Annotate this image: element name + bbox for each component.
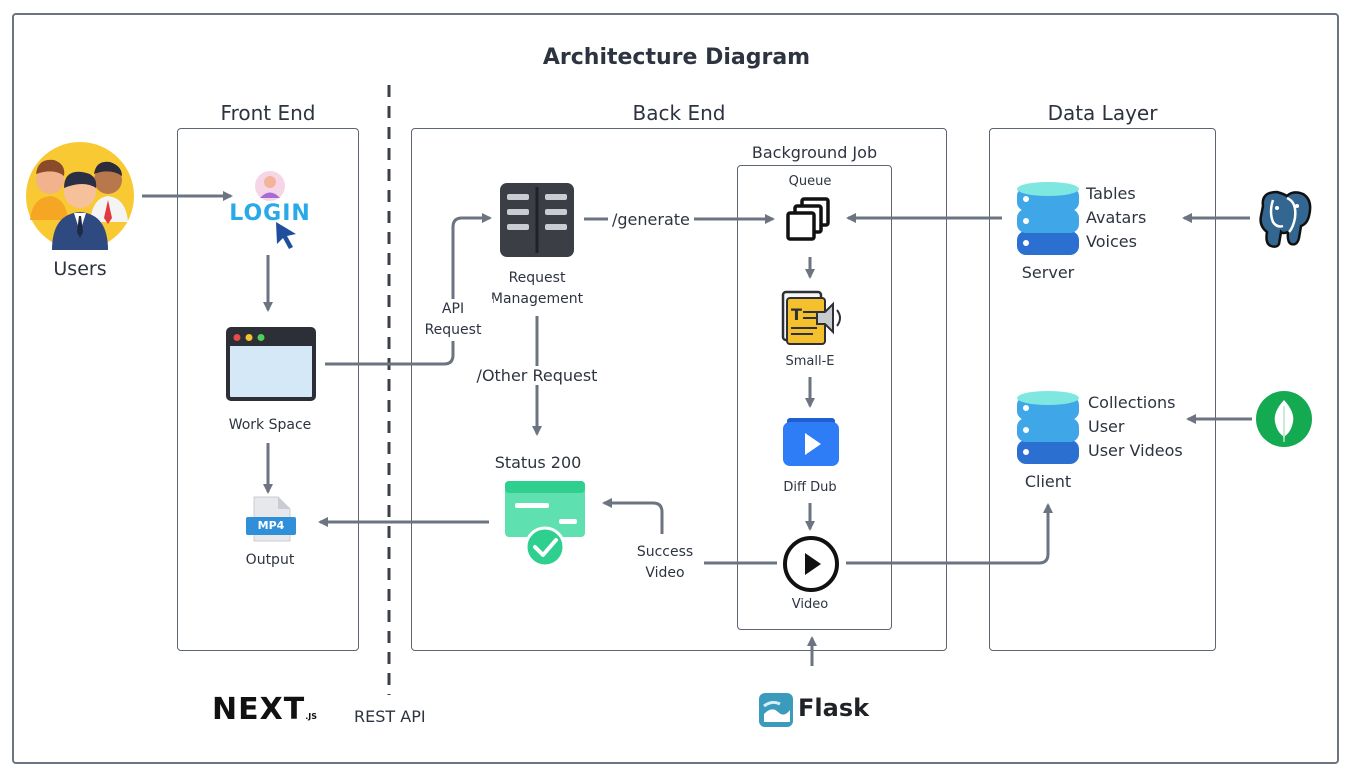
video-to-client-arrow <box>846 503 1053 565</box>
back-end-panel <box>411 128 947 651</box>
small-e-label: Small-E <box>785 354 835 369</box>
diagram-title: Architecture Diagram <box>542 45 811 70</box>
flask-logo: Flask <box>758 690 878 730</box>
request-management-line1: Request <box>508 270 566 286</box>
status-card-icon[interactable] <box>503 479 587 569</box>
data-layer-panel <box>989 128 1216 651</box>
client-label: Client <box>1024 472 1072 491</box>
login-icon[interactable]: LOGIN <box>228 170 312 252</box>
users-label: Users <box>53 258 107 280</box>
rest-api-label: REST API <box>354 707 426 726</box>
text-to-speech-icon[interactable]: T <box>779 290 845 346</box>
request-management-label: Request Management <box>476 268 598 310</box>
flask-wordmark: Flask <box>798 694 870 722</box>
front-end-panel <box>177 128 359 651</box>
client-item: User Videos <box>1088 441 1183 460</box>
mongodb-icon <box>1256 391 1312 447</box>
login-avatar-icon <box>255 171 285 201</box>
server-item: Avatars <box>1086 208 1147 227</box>
queue-label: Queue <box>788 174 832 189</box>
success-video-line1: Success <box>636 544 694 560</box>
generate-label: /generate <box>608 210 694 229</box>
postgresql-icon <box>1259 190 1312 248</box>
other-request-label: /Other Request <box>470 366 604 385</box>
cursor-icon <box>276 222 296 249</box>
login-text: LOGIN <box>229 201 311 226</box>
video-label: Video <box>791 597 829 612</box>
users-icon <box>26 142 134 250</box>
nextjs-wordmark: NEXT <box>212 692 306 727</box>
video-app-icon[interactable] <box>781 418 841 468</box>
nextjs-logo: NEXT.JS <box>212 692 317 727</box>
api-request-label: API Request <box>413 299 493 341</box>
server-rack-icon[interactable] <box>500 183 574 257</box>
success-video-label: Success Video <box>626 542 704 584</box>
request-management-line2: Management <box>490 291 584 307</box>
work-space-label: Work Space <box>228 417 312 433</box>
mp4-file-icon[interactable]: MP4 <box>246 495 296 543</box>
server-item: Voices <box>1086 232 1137 251</box>
play-icon[interactable] <box>782 535 840 593</box>
server-items: Tables Avatars Voices <box>1086 182 1146 254</box>
database-icon[interactable] <box>1015 181 1081 257</box>
api-request-line2: Request <box>424 322 482 338</box>
server-item: Tables <box>1086 184 1136 203</box>
success-video-arrow <box>602 498 664 534</box>
client-items: Collections User User Videos <box>1088 391 1183 463</box>
browser-window-icon[interactable] <box>226 327 316 401</box>
output-label: Output <box>245 552 295 568</box>
queue-stack-icon[interactable] <box>786 197 832 243</box>
api-request-line1: API <box>441 301 465 317</box>
client-item: User <box>1088 417 1125 436</box>
success-video-line2: Video <box>645 565 685 581</box>
background-job-header: Background Job <box>751 143 878 162</box>
client-item: Collections <box>1088 393 1176 412</box>
diagram-frame <box>12 13 1339 764</box>
status-label: Status 200 <box>494 453 582 472</box>
data-layer-header: Data Layer <box>1047 101 1158 125</box>
back-end-header: Back End <box>632 101 726 125</box>
nextjs-suffix: .JS <box>305 712 317 721</box>
database-icon[interactable] <box>1015 390 1081 466</box>
svg-text:T: T <box>791 305 802 324</box>
mp4-badge: MP4 <box>246 517 296 535</box>
server-label: Server <box>1021 263 1075 282</box>
background-job-panel <box>737 165 892 630</box>
diff-dub-label: Diff Dub <box>783 480 837 495</box>
front-end-header: Front End <box>220 101 316 125</box>
api-request-arrow <box>325 213 492 366</box>
flask-icon <box>759 693 793 727</box>
